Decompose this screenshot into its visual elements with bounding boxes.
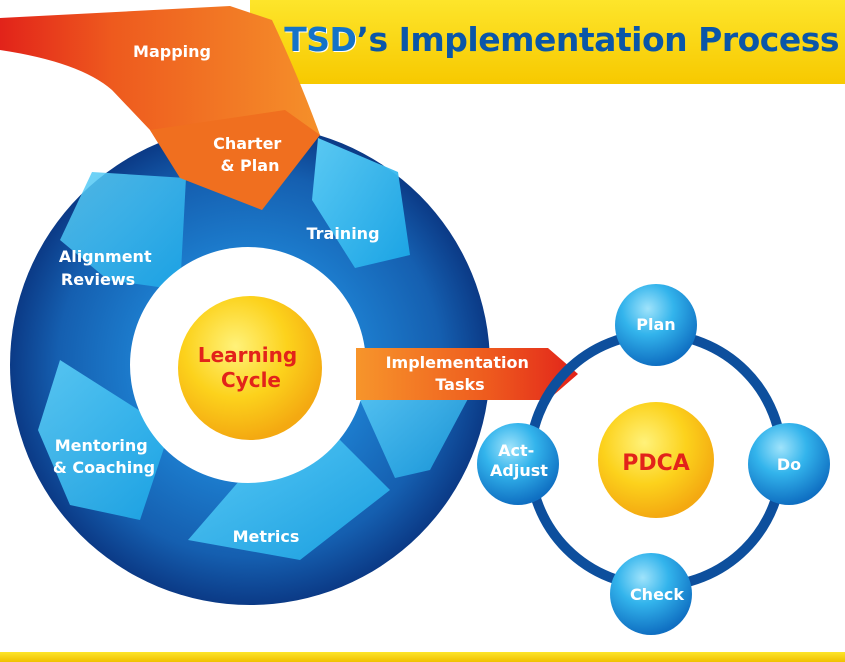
segment-mentoring — [38, 360, 170, 520]
step-mapping-label: Mapping — [133, 42, 211, 61]
pdca-plan-label: Plan — [636, 315, 675, 334]
implementation-tasks-arrow — [356, 348, 578, 400]
step-implementation-tasks-label: Implementation Tasks — [386, 353, 535, 394]
step-mentoring-coaching-label: Mentoring & Coaching — [53, 436, 155, 477]
pdca-do-node — [748, 423, 830, 505]
segment-metrics — [188, 430, 390, 560]
pdca-do-label: Do — [777, 455, 801, 474]
step-alignment-reviews-label: Alignment Reviews — [59, 247, 157, 289]
pdca-plan-node — [615, 284, 697, 366]
pdca-label: PDCA — [622, 451, 690, 476]
bottom-bar — [0, 652, 845, 662]
pdca-act-label: Act- Adjust — [490, 441, 548, 480]
title-banner: TSD’s Implementation Process — [250, 0, 845, 84]
title-rest: ’s Implementation Process — [356, 20, 839, 59]
pdca-check-node — [610, 553, 692, 635]
page-title: TSD’s Implementation Process — [284, 20, 839, 59]
segment-upper-left — [60, 172, 186, 290]
step-metrics-label: Metrics — [233, 527, 300, 546]
learning-cycle-label: Learning Cycle — [198, 343, 304, 392]
pdca-center — [598, 402, 714, 518]
segment-training — [312, 138, 410, 268]
segment-right-lower — [360, 395, 470, 478]
step-training-label: Training — [306, 224, 379, 243]
learning-cycle-center — [178, 296, 322, 440]
title-tsd: TSD — [284, 20, 357, 59]
charter-arrow — [150, 110, 320, 210]
step-charter-plan-label: Charter & Plan — [213, 134, 287, 175]
pdca-act-node — [477, 423, 559, 505]
pdca-check-label: Check — [630, 585, 684, 604]
